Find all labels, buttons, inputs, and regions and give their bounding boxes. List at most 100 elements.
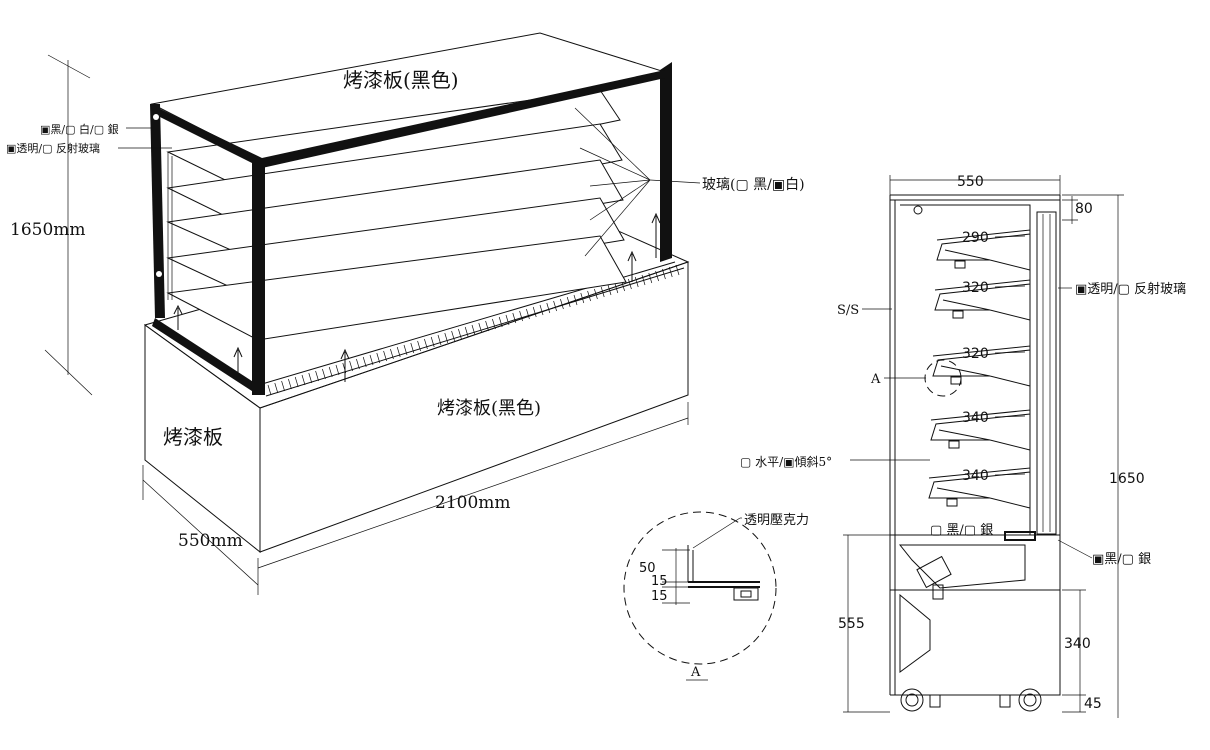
- side-rear-wall: [1055, 195, 1061, 590]
- detail-dim-15a: 15: [651, 574, 668, 589]
- grill-slot: [335, 364, 340, 376]
- grill-slot: [322, 368, 326, 380]
- grill-slot: [288, 378, 292, 390]
- caster-icon: [900, 688, 924, 712]
- grill-slot: [410, 342, 415, 354]
- foot-height-label: 45: [1084, 696, 1102, 712]
- detail-a: 透明壓克力 50 15 15 A: [623, 511, 809, 681]
- airflow-arrows: [173, 212, 661, 382]
- grill-slot: [458, 328, 462, 340]
- grill-slot: [594, 288, 598, 300]
- side-panel-label: 烤漆板: [163, 425, 223, 449]
- acrylic-lip: [687, 545, 694, 582]
- grill-slot: [607, 284, 612, 296]
- detail-dim-15b: 15: [651, 589, 668, 604]
- total-height-label: 1650: [1109, 471, 1145, 487]
- frame-left-rear-post: [150, 104, 165, 318]
- air-grill: [261, 261, 685, 397]
- rear-glass-label: ▣透明/▢ 反射玻璃: [1075, 281, 1186, 297]
- base-top-panel-label: 烤漆板(黑色): [437, 398, 541, 419]
- grill-slot: [519, 310, 523, 322]
- shelf-group: [166, 89, 627, 341]
- base-height-label: 555: [838, 616, 865, 632]
- side-dimensions: [843, 175, 1124, 718]
- grill-slot: [539, 304, 544, 316]
- height-label: 1650mm: [10, 220, 86, 240]
- detail-dim-50: 50: [639, 561, 656, 576]
- side-section-view: 290 320 320 340 340: [740, 174, 1186, 718]
- side-shelf-depth-label: 320: [962, 346, 989, 362]
- grill-slot: [634, 276, 639, 288]
- shelf-bracket: [733, 587, 759, 601]
- leveling-foot-icon: [929, 694, 941, 708]
- shelf-5: [166, 235, 627, 341]
- base-color-label: ▣黑/▢ 銀: [1092, 552, 1151, 567]
- grill-slot: [600, 286, 605, 298]
- grill-slot: [281, 380, 285, 392]
- grill-slot: [369, 354, 374, 366]
- side-top-gap-label: 80: [1075, 201, 1093, 217]
- grill-slot: [498, 316, 503, 328]
- shelf-3: [166, 159, 624, 263]
- grill-slot: [356, 358, 360, 370]
- side-shelf-depth-label: 340: [962, 410, 989, 426]
- grill-slot: [505, 314, 510, 326]
- grill-slot: [383, 350, 387, 362]
- grill-slot: [648, 272, 653, 284]
- grill-slot: [403, 344, 408, 356]
- detail-label: A: [690, 665, 701, 680]
- grill-slot: [587, 290, 591, 302]
- screw-icon: [156, 271, 162, 277]
- side-shelf: 320: [934, 279, 1031, 321]
- grill-slot: [526, 308, 530, 320]
- shelf-glass-label: 玻璃(▢ 黑/▣白): [702, 176, 805, 193]
- grill-slot: [668, 266, 673, 278]
- acrylic-shelf: [688, 581, 760, 588]
- grill-slot: [641, 274, 646, 286]
- grill-slot: [362, 356, 367, 368]
- isometric-view: 烤漆板(黑色) 烤漆板(黑色) 烤漆板 ▣黑/▢ 白/▢ 銀 ▣透明/▢ 反射玻…: [6, 32, 805, 595]
- grill-slot: [560, 298, 564, 310]
- footprint-dimensions: [142, 402, 689, 595]
- front-material-label: S/S: [837, 303, 859, 318]
- detail-ref-label: A: [870, 372, 881, 387]
- frame-top-front-rail: [262, 70, 665, 168]
- top-panel-label: 烤漆板(黑色): [343, 68, 459, 92]
- side-shelf-depth-label: 290: [962, 230, 989, 246]
- grill-slot: [471, 324, 476, 336]
- grill-slot: [614, 282, 619, 294]
- rear-glass-panel: [1036, 211, 1057, 535]
- grill-slot: [294, 376, 299, 388]
- grill-slot: [376, 352, 381, 364]
- grill-slot: [675, 264, 680, 276]
- side-shelves: 290 320 320 340 340: [928, 229, 1031, 509]
- leveling-foot-icon: [999, 694, 1011, 708]
- grill-slot: [485, 320, 489, 332]
- depth-label: 550mm: [178, 531, 243, 551]
- side-depth-label: 550: [957, 174, 984, 190]
- grill-slot: [662, 268, 666, 280]
- grill-slot: [390, 348, 394, 360]
- side-shelf: 290: [936, 229, 1031, 271]
- side-shelf-depth-label: 340: [962, 468, 989, 484]
- frame-left-top-rail: [150, 104, 262, 168]
- grill-slot: [655, 270, 659, 282]
- grill-slot: [553, 300, 557, 312]
- detail-a-marker: [924, 359, 962, 397]
- width-label: 2100mm: [435, 493, 511, 513]
- grill-slot: [492, 318, 496, 330]
- grill-slot: [478, 322, 483, 334]
- lower-height-label: 340: [1064, 636, 1091, 652]
- side-shelf: 320: [932, 345, 1031, 387]
- side-front-wall: [889, 195, 896, 695]
- side-inner-liner: [900, 204, 1031, 535]
- grill-slot: [451, 330, 455, 342]
- grill-slot: [267, 384, 272, 396]
- grill-slot: [512, 312, 517, 324]
- grill-slot: [396, 346, 401, 358]
- side-shelf: 340: [930, 409, 1031, 451]
- shelf-leaders: [574, 107, 701, 257]
- grill-slot: [274, 382, 279, 394]
- grill-slot: [308, 372, 313, 384]
